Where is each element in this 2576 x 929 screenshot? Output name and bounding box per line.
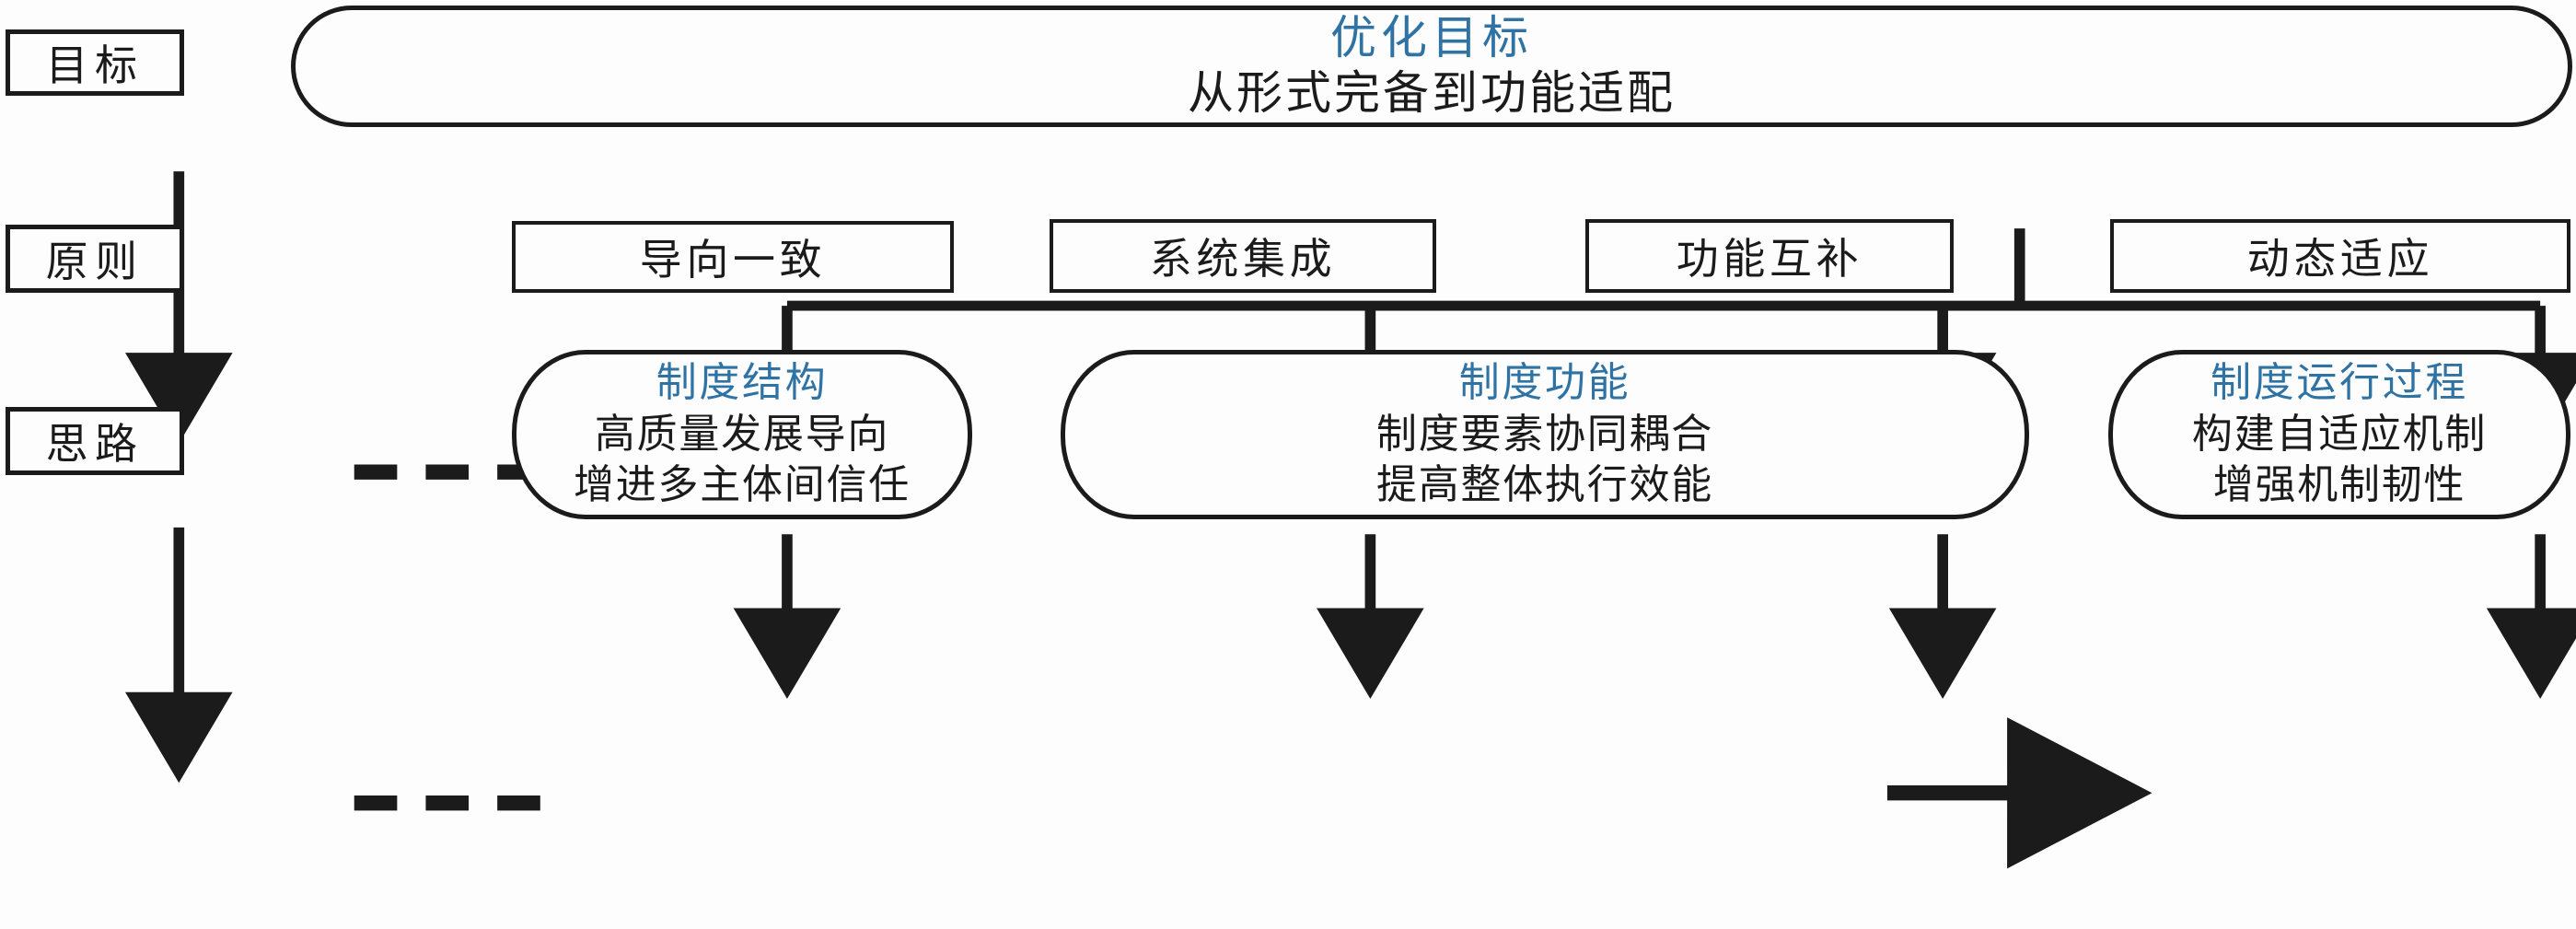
outcome-box-process[interactable]: 制度运行过程 构建自适应机制 增强机制韧性 xyxy=(2108,350,2570,519)
outcome-structure-line-2: 增进多主体间信任 xyxy=(573,462,911,508)
left-item-approach[interactable]: 思路 xyxy=(6,407,184,475)
principle-box-2[interactable]: 系统集成 xyxy=(1050,219,1436,293)
left-item-goal-label: 目标 xyxy=(45,42,145,89)
goal-box-heading: 优化目标 xyxy=(1330,12,1533,64)
outcome-process-line-1: 构建自适应机制 xyxy=(2191,411,2488,457)
outcome-process-line-2: 增强机制韧性 xyxy=(2212,462,2466,508)
principle-box-3-label: 功能互补 xyxy=(1676,236,1863,283)
principle-box-1[interactable]: 导向一致 xyxy=(512,221,954,293)
left-item-principle[interactable]: 原则 xyxy=(6,225,184,293)
goal-box-subtitle: 从形式完备到功能适配 xyxy=(1188,67,1676,119)
left-item-approach-label: 思路 xyxy=(45,421,145,468)
outcome-structure-line-1: 高质量发展导向 xyxy=(594,411,890,457)
goal-box[interactable]: 优化目标 从形式完备到功能适配 xyxy=(291,6,2572,127)
left-item-goal[interactable]: 目标 xyxy=(6,29,184,96)
outcome-box-structure[interactable]: 制度结构 高质量发展导向 增进多主体间信任 xyxy=(512,350,972,519)
outcome-process-heading: 制度运行过程 xyxy=(2210,360,2468,406)
outcome-box-function[interactable]: 制度功能 制度要素协同耦合 提高整体执行效能 xyxy=(1061,350,2029,519)
principle-box-1-label: 导向一致 xyxy=(639,237,827,284)
outcome-function-line-1: 制度要素协同耦合 xyxy=(1375,411,1714,457)
principle-box-3[interactable]: 功能互补 xyxy=(1585,219,1954,293)
principle-box-2-label: 系统集成 xyxy=(1149,236,1337,283)
principle-box-4[interactable]: 动态适应 xyxy=(2110,219,2570,293)
left-item-principle-label: 原则 xyxy=(45,238,145,285)
outcome-function-heading: 制度功能 xyxy=(1458,360,1631,406)
outcome-structure-heading: 制度结构 xyxy=(656,360,829,406)
principle-box-4-label: 动态适应 xyxy=(2246,236,2434,283)
outcome-function-line-2: 提高整体执行效能 xyxy=(1375,462,1714,508)
